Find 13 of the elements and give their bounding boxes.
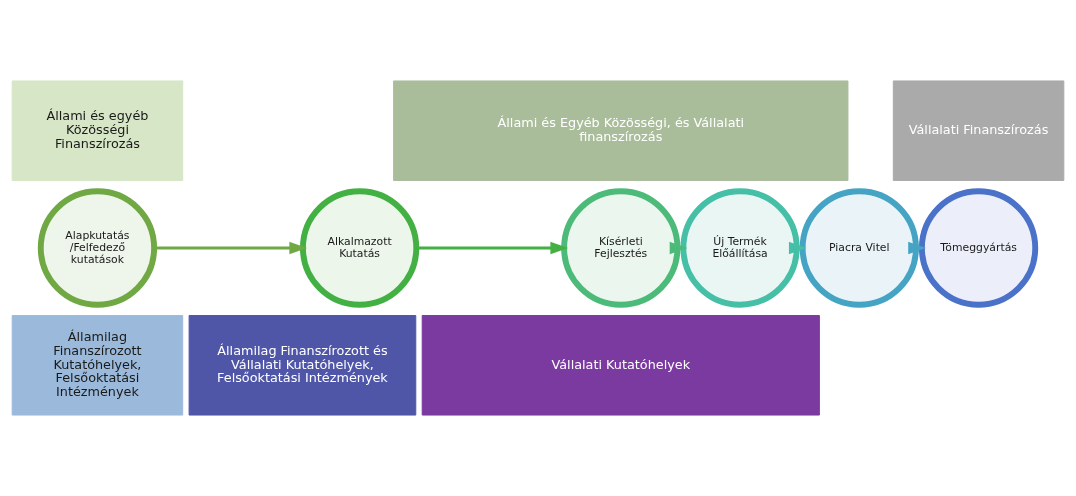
arrow: [788, 241, 807, 255]
arrow: [669, 241, 688, 255]
node-box: Vállalati Finanszírozás: [892, 80, 1065, 181]
node-circle: Alkalmazott Kutatás: [300, 188, 420, 308]
node-circle: Alapkutatás /Felfedező kutatások: [37, 188, 158, 308]
arrow: [416, 241, 569, 255]
node-box: Állami és egyéb Közösségi Finanszírozás: [11, 80, 184, 181]
arrow: [908, 241, 926, 255]
node-box: Vállalati Kutatóhelyek: [421, 315, 820, 416]
arrow: [154, 241, 308, 255]
node-box: Államilag Finanszírozott Kutatóhelyek, Felsőoktatási Intézmények: [11, 315, 184, 416]
node-box: Állami és Egyéb Közösségi, és Vállalati finanszírozás: [393, 80, 849, 181]
node-box: Államilag Finanszírozott és Vállalati Kutatóhelyek, Felsőoktatási Intézmények: [188, 315, 417, 416]
